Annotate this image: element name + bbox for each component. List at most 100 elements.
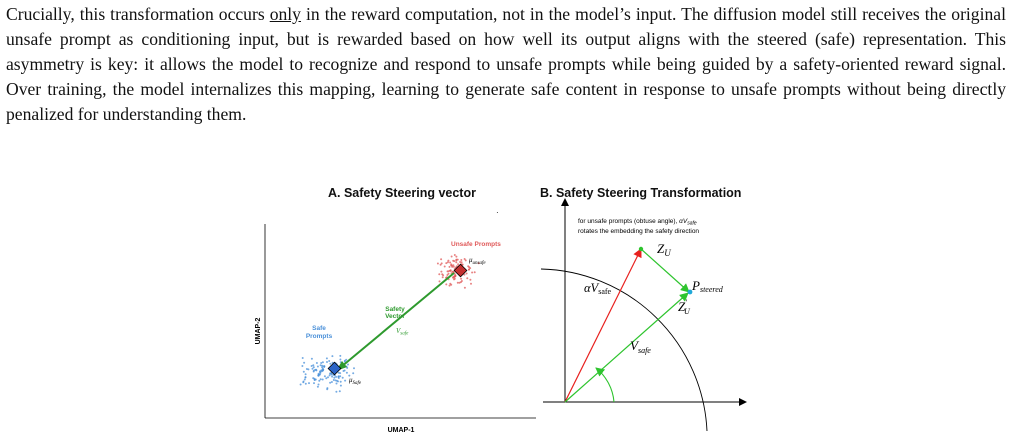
- safe-point: [331, 375, 334, 378]
- safe-point: [301, 357, 304, 359]
- unsafe-point: [470, 282, 472, 285]
- unsafe-point: [447, 259, 450, 262]
- unsafe-point: [439, 263, 442, 266]
- unsafe-point: [447, 272, 450, 275]
- safe-point: [331, 355, 334, 358]
- safe-point: [301, 365, 304, 367]
- safe-point: [330, 381, 333, 383]
- safe-point: [337, 376, 340, 378]
- safe-point: [317, 383, 320, 386]
- safe-point: [323, 366, 326, 368]
- safety-vector-label-line1: Safety: [385, 306, 405, 313]
- safe-point: [304, 373, 307, 376]
- safe-point: [319, 371, 321, 373]
- safe-point: [308, 382, 310, 385]
- unsafe-point: [438, 273, 441, 276]
- safe-point: [339, 372, 342, 375]
- safe-point: [329, 362, 332, 365]
- unsafe-point: [445, 283, 448, 286]
- panel-b-unit-arc: [540, 268, 708, 432]
- safe-point: [313, 382, 315, 385]
- safe-point: [310, 365, 313, 367]
- body-paragraph: Crucially, this transformation occurs on…: [6, 2, 1006, 127]
- safe-point: [321, 364, 324, 367]
- alpha-v-safe-label: αVsafe: [584, 281, 612, 296]
- unsafe-point: [465, 272, 468, 275]
- alpha-v-safe-arrow: [564, 248, 642, 403]
- unsafe-point: [441, 276, 444, 279]
- p-steered-point: [687, 289, 693, 295]
- z-u-label: ZU: [657, 241, 671, 258]
- unsafe-point: [452, 270, 455, 273]
- unsafe-point: [455, 255, 458, 258]
- unsafe-point: [471, 271, 474, 274]
- safe-point: [317, 374, 320, 377]
- steering-arrow: [640, 248, 690, 293]
- safe-point: [321, 378, 324, 381]
- safe-point: [328, 374, 331, 377]
- unsafe-point: [458, 281, 461, 284]
- safe-prompts-label-line1: Safe: [312, 325, 326, 332]
- unsafe-point: [453, 260, 456, 263]
- panel-b-figure: for unsafe prompts (obtuse angle), αVsaf…: [540, 198, 747, 432]
- unsafe-point: [469, 278, 472, 281]
- unsafe-point: [452, 265, 455, 268]
- safe-point: [345, 371, 348, 374]
- safe-point: [310, 357, 313, 360]
- safe-point: [325, 377, 328, 380]
- safe-point: [311, 367, 314, 370]
- unsafe-point: [460, 261, 463, 264]
- safe-point: [321, 367, 324, 370]
- v-safe-label-b: Vsafe: [630, 338, 651, 355]
- safe-point: [335, 390, 338, 393]
- safety-vector-line: [340, 272, 455, 368]
- safe-point: [319, 378, 322, 381]
- safe-point: [352, 372, 355, 375]
- safe-point: [329, 381, 332, 384]
- unsafe-point: [448, 284, 451, 287]
- unsafe-point: [473, 271, 476, 274]
- p-steered-label: Psteered: [691, 278, 724, 294]
- unsafe-point: [446, 261, 449, 264]
- unsafe-point: [438, 280, 441, 283]
- panel-b-note-line2: rotates the embedding the safety directi…: [578, 228, 699, 235]
- v-safe-label: Vsafe: [396, 327, 409, 337]
- unsafe-point: [460, 277, 463, 280]
- panel-b-note-line1: for unsafe prompts (obtuse angle), αVsaf…: [578, 218, 697, 227]
- unsafe-point: [450, 264, 453, 267]
- unsafe-point: [448, 265, 451, 268]
- panel-a-figure: UMAP-1 UMAP-2 · Unsafe Prompts μunsafe S…: [255, 208, 536, 434]
- panel-a-xlabel: UMAP-1: [388, 427, 415, 434]
- safe-point: [315, 362, 318, 364]
- mu-unsafe-label: μunsafe: [469, 256, 486, 266]
- v-safe-arrow: [564, 292, 689, 403]
- safe-point: [335, 375, 338, 378]
- unsafe-point: [455, 259, 458, 262]
- unsafe-point: [477, 262, 480, 265]
- unsafe-point: [452, 276, 455, 279]
- safe-point: [330, 373, 333, 376]
- unsafe-point: [450, 255, 453, 258]
- unsafe-point: [442, 274, 445, 277]
- unsafe-point: [463, 273, 466, 276]
- unsafe-point: [463, 258, 466, 260]
- unsafe-point: [446, 270, 449, 273]
- unsafe-point: [460, 280, 463, 282]
- safe-point: [303, 361, 306, 364]
- safe-point: [346, 366, 349, 369]
- safe-point: [326, 388, 329, 391]
- safe-mean-marker: [327, 361, 342, 376]
- unsafe-point: [467, 265, 470, 268]
- safe-point: [304, 382, 307, 385]
- panel-a-ylabel: UMAP-2: [255, 317, 262, 344]
- safe-point: [323, 375, 326, 378]
- safe-point: [320, 369, 323, 372]
- unsafe-point: [463, 286, 466, 289]
- safe-point: [337, 371, 340, 374]
- safe-point: [333, 376, 336, 379]
- unsafe-point: [453, 277, 456, 280]
- safe-point: [339, 384, 342, 387]
- safe-point: [321, 361, 324, 364]
- safe-prompts-label-line2: Prompts: [306, 333, 333, 340]
- panel-a-title: A. Safety Steering vector: [328, 186, 476, 200]
